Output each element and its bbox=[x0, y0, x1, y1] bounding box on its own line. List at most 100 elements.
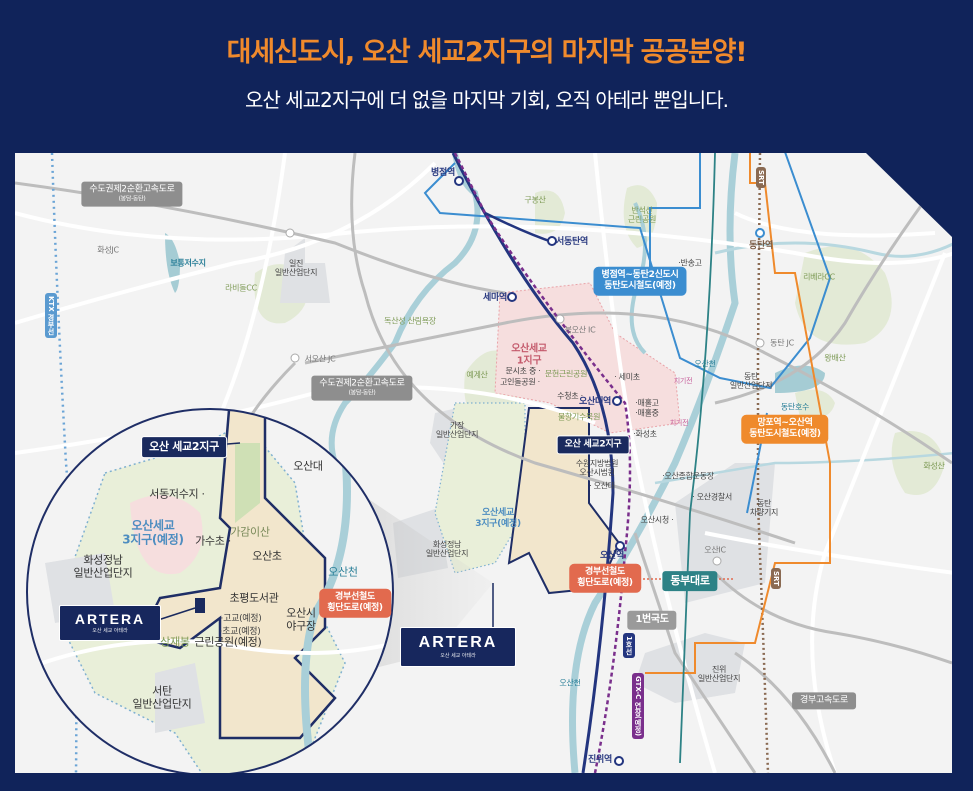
tag-line1: 1호선 bbox=[623, 633, 635, 658]
label-gajang-industrial: 가장 일반산업단지 bbox=[435, 420, 479, 439]
station-seodongtan bbox=[547, 236, 557, 246]
label-jinwi-industrial: 진위 일반산업단지 bbox=[697, 664, 741, 683]
label-inset-gasu-school: 가수초 · bbox=[195, 534, 231, 548]
station-osan-univ bbox=[612, 396, 622, 406]
label-rivera-cc: 리베라CC bbox=[803, 272, 835, 282]
page-title: 대세신도시, 오산 세교2지구의 마지막 공공분양! bbox=[226, 37, 748, 68]
label-munhyeon-park: 문현근린공원 bbox=[544, 369, 588, 379]
label-hwangbae-mt: 왕배산 bbox=[824, 353, 846, 363]
label-osan-univ: · 오산대 bbox=[589, 481, 615, 491]
label-inset-gagam-mt: 가감이산 bbox=[230, 525, 270, 539]
label-police: · 오산경찰서 bbox=[692, 492, 732, 502]
station-jinwi bbox=[614, 756, 624, 766]
label-sucheong-school: 수청초 · bbox=[557, 391, 583, 401]
label-semi-school: · 세미초 bbox=[614, 372, 640, 382]
tag-sudo-ring-expressway-1: 수도권제2순환고속도로(봉담-동탄) bbox=[81, 181, 183, 207]
label-osan-ic: 오산IC bbox=[704, 545, 726, 555]
label-inset-ballpark: 오산시 야구장 bbox=[286, 606, 316, 632]
label-segyo3-main: 오산세교 3지구(예정) bbox=[475, 508, 521, 529]
label-sema-station: 세마역 bbox=[483, 292, 507, 303]
label-inset-sangjae-mt: 상재봉 bbox=[160, 635, 190, 649]
tag-dongbu-daero: 동부대로 bbox=[662, 571, 718, 591]
tag-srt-top: SRT bbox=[756, 167, 766, 188]
label-osancheon-south: 오산천 bbox=[559, 678, 581, 688]
line1 bbox=[451, 153, 615, 773]
label-byeongjeom-station: 병점역 bbox=[431, 167, 455, 178]
label-inset-hwaseong-jeongnam: 화성정남 일반산업단지 bbox=[73, 553, 133, 579]
label-inset-osancheon: 오산천 bbox=[328, 565, 358, 579]
tag-ktx: KTX 경부선 bbox=[45, 293, 57, 339]
label-dongtan-depot: 동탄 차량기지 bbox=[749, 498, 779, 517]
label-inset-osan-univ: 오산대 bbox=[293, 459, 323, 473]
label-iljin-industrial: 일진 일반산업단지 bbox=[274, 258, 318, 277]
label-inset-park: 근린공원(예정) bbox=[194, 635, 262, 649]
label-chigijeon-1: 치기전 bbox=[673, 376, 693, 385]
tag-sudo-ring-expressway-2: 수도권제2순환고속도로(봉담-동탄) bbox=[311, 375, 413, 401]
label-rabelle-cc: 라비돌CC bbox=[225, 283, 257, 293]
label-mulhyang-arboretum: 물향기수목원 bbox=[557, 412, 601, 422]
station-osan bbox=[615, 541, 625, 551]
label-dongtan-station: 동탄역 bbox=[749, 240, 773, 251]
label-jinwi-station: 진위역 bbox=[588, 754, 612, 765]
tag-route-1: 1번국도 bbox=[627, 610, 677, 630]
label-osan-station: 오산역 bbox=[600, 550, 624, 561]
station-sema bbox=[507, 292, 517, 302]
label-bugosan-ic: 북오산 IC bbox=[564, 325, 596, 335]
label-inset-osan-school: 오산초 bbox=[252, 549, 282, 563]
tag-segyo2-inset: 오산 세교2지구 bbox=[141, 436, 227, 458]
rivera-cc-area bbox=[795, 246, 892, 345]
artera-badge-inset: ARTERA 오산 세교 아테라 bbox=[59, 605, 161, 641]
label-seoosan-jc: 서오산 JC bbox=[304, 354, 336, 364]
label-seodongtan-station: 서동탄역 bbox=[556, 236, 588, 247]
artera-badge-main: ARTERA 오산 세교 아테라 bbox=[400, 627, 516, 667]
label-osancheon-north: 오산천 bbox=[694, 359, 716, 369]
inset-circle-border bbox=[26, 408, 394, 773]
label-chigijeon-2: 치기전 bbox=[669, 418, 689, 427]
label-doksan-forest: 독산성 산림욕장 bbox=[384, 316, 436, 326]
tag-segyo2-main: 오산 세교2지구 bbox=[556, 435, 630, 455]
label-goindol-park: 고인돌공원 · bbox=[500, 377, 540, 387]
page-subtitle: 오산 세교2지구에 더 없을 마지막 기회, 오직 아테라 뿐입니다. bbox=[245, 88, 729, 112]
gtx-c-line bbox=[453, 153, 632, 773]
label-yegye-mt: 예계산 bbox=[466, 370, 488, 380]
label-maeol-hs: ·매홀고 bbox=[635, 398, 659, 408]
label-inset-library: 초평도서관 bbox=[229, 591, 279, 605]
label-hwaseong-jeongnam-main: 화성정남 일반산업단지 bbox=[425, 539, 469, 558]
label-osan-univ-station: 오산대역 bbox=[579, 396, 611, 407]
segyo1-zone bbox=[494, 282, 681, 434]
label-hwaseong-school: ·화성초 bbox=[633, 429, 657, 439]
station-byeongjeom bbox=[454, 176, 464, 186]
label-inset-seotan-industrial: 서탄 일반산업단지 bbox=[132, 684, 192, 710]
label-city-hall: 오산시청 · bbox=[640, 515, 674, 525]
label-hwaseong-mt: 화성산 bbox=[923, 461, 945, 471]
label-inset-segyo3: 오산세교 3지구(예정) bbox=[122, 518, 184, 547]
tag-srt-bottom: SRT bbox=[771, 568, 781, 589]
label-hwaseong-jc: 화성JC bbox=[97, 245, 119, 255]
label-banseok-park: 반석산 근린공원 bbox=[627, 205, 657, 224]
label-gubong-mt: 구봉산 bbox=[524, 195, 546, 205]
label-maeol-ms: ·매홀중 bbox=[635, 408, 659, 418]
map-graphic bbox=[15, 153, 952, 773]
label-banseong-hs: ·반송고 bbox=[678, 258, 702, 268]
tag-gyeongbu-expressway: 경부고속도로 bbox=[792, 692, 856, 710]
label-munsi-school: 문시초 중 · bbox=[505, 366, 541, 376]
label-dongtan-industrial: 동탄 일반산업단지 bbox=[729, 371, 773, 390]
label-court: 수원지방법원 오산시법원 bbox=[575, 458, 619, 477]
label-dongtan-jc: 동탄 JC bbox=[770, 338, 794, 348]
label-inset-high-school: ·고교(예정) bbox=[220, 613, 262, 624]
label-segyo1: 오산세교 1지구 bbox=[511, 343, 547, 367]
label-botong-reservoir: 보통저수지 bbox=[170, 258, 206, 268]
srt-line bbox=[756, 153, 770, 773]
label-inset-seodong-reservoir: 서동저수지 · bbox=[149, 487, 205, 501]
station-dongtan bbox=[755, 228, 765, 238]
tag-gtx-c: GTX-C 연장(예정) bbox=[632, 673, 644, 740]
label-stadium: ·오산종합운동장 bbox=[662, 471, 714, 481]
label-dongtan-lake: 동탄호수 bbox=[780, 402, 810, 412]
label-inset-elem-school: ·초교(예정) bbox=[219, 626, 261, 637]
dongbu-daero-line bbox=[679, 153, 716, 764]
location-map: 수도권제2순환고속도로(봉담-동탄) 수도권제2순환고속도로(봉담-동탄) 경부… bbox=[15, 153, 952, 773]
